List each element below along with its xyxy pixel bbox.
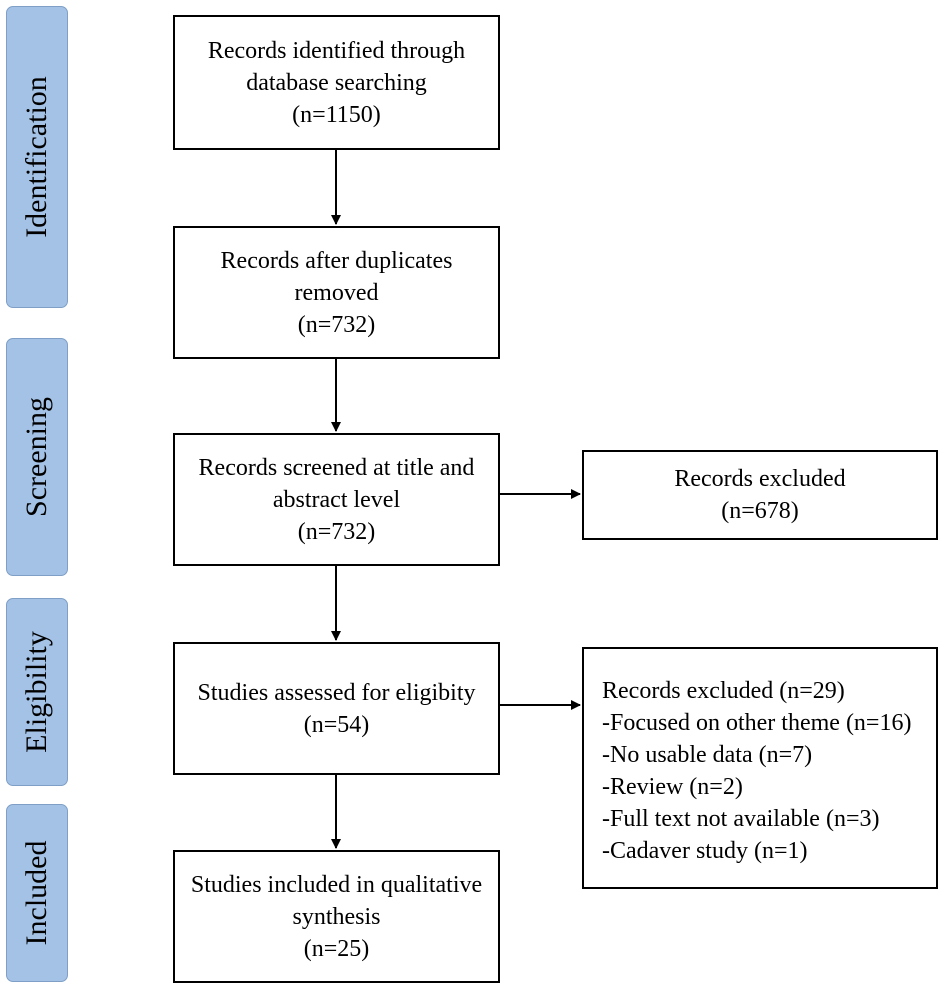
box-text-line: (n=54) [303,711,370,738]
box-text-line: (n=732) [297,518,376,545]
box-text-line: abstract level [272,486,401,513]
box-text-line: -Cadaver study (n=1) [602,838,808,864]
phase-included: Included [6,804,68,982]
box-text-line: (n=1150) [292,101,381,128]
box-screening-excluded: Records excluded (n=678) [582,450,938,540]
box-studies-assessed: Studies assessed for eligibity (n=54) [173,642,500,775]
box-text-line: Records screened at title and [198,454,475,481]
box-text-line: Records excluded [674,466,846,492]
box-text-line: database searching [246,69,427,96]
box-text-line: -Focused on other theme (n=16) [602,710,912,736]
box-text-line: synthesis [292,903,381,930]
box-records-identified: Records identified through database sear… [173,15,500,150]
box-text-line: removed [294,279,379,306]
phase-identification: Identification [6,6,68,308]
box-text-line: (n=678) [721,498,799,524]
phase-screening: Screening [6,338,68,576]
box-text-line: Studies assessed for eligibity [197,679,476,706]
box-text-line: Studies included in qualitative [190,871,483,898]
box-text-line: -No usable data (n=7) [602,742,813,768]
box-text-line: -Review (n=2) [602,774,743,800]
box-after-duplicates: Records after duplicates removed (n=732) [173,226,500,359]
box-text-line: Records after duplicates [220,247,453,274]
box-text-line: Records identified through [207,37,466,64]
box-text-line: -Full text not available (n=3) [602,806,880,832]
box-records-screened: Records screened at title and abstract l… [173,433,500,566]
box-eligibility-excluded: Records excluded (n=29) -Focused on othe… [582,647,938,889]
box-text-line: (n=25) [303,935,370,962]
box-text-line: (n=732) [297,311,376,338]
box-text-line: Records excluded (n=29) [602,678,845,704]
phase-eligibility: Eligibility [6,598,68,786]
box-studies-included: Studies included in qualitative synthesi… [173,850,500,983]
